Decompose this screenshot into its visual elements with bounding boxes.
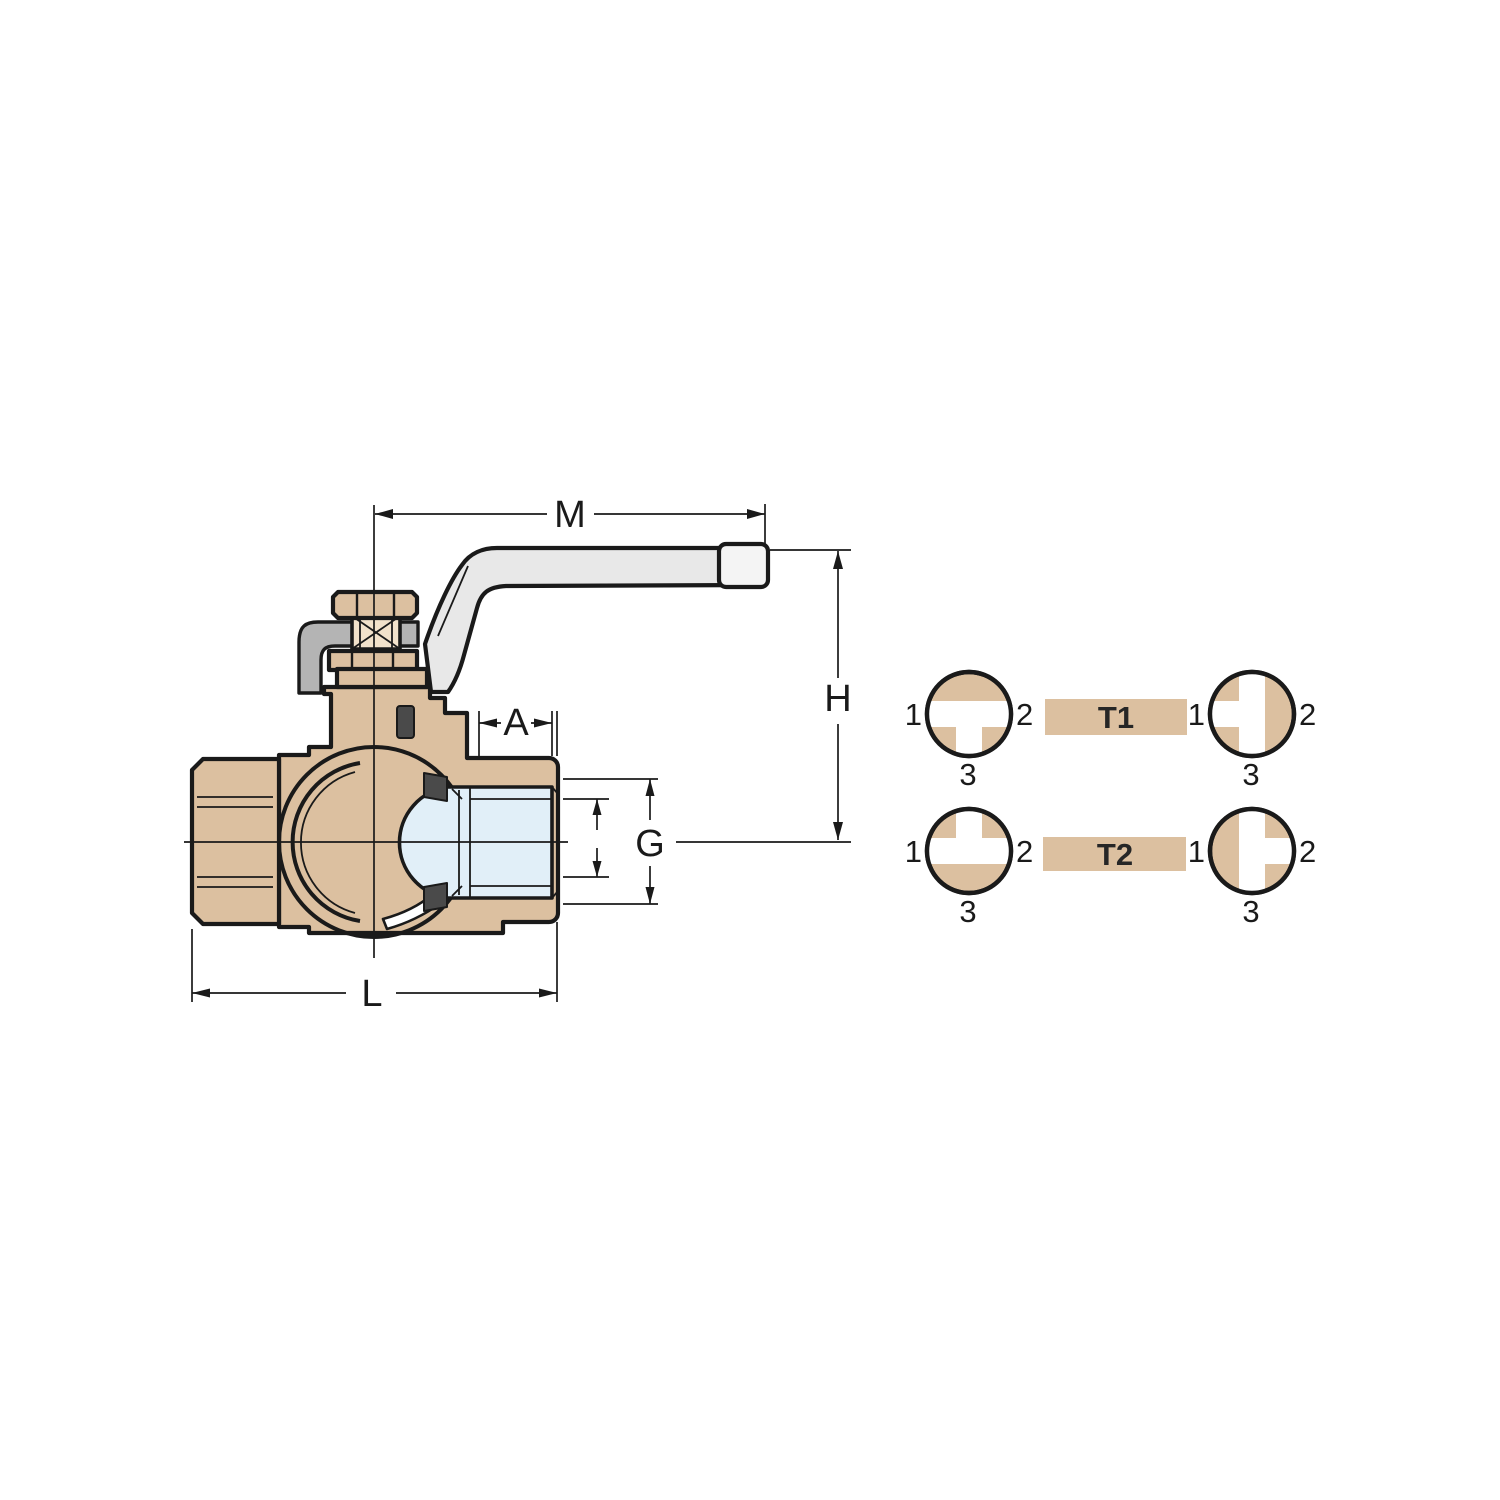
dimension-m: M xyxy=(375,494,766,546)
handle xyxy=(422,541,771,695)
dimension-l: L xyxy=(191,922,558,1015)
t1-label-box xyxy=(1045,699,1187,735)
t2-position-b-circle: 1 2 3 xyxy=(1188,806,1316,929)
dimension-a: A xyxy=(478,702,558,756)
t2-label-box xyxy=(1043,837,1186,871)
handle-grip-tip xyxy=(716,541,771,590)
dimension-g: G xyxy=(563,778,665,905)
t2-label: T2 xyxy=(1097,837,1133,872)
port-label: 3 xyxy=(959,757,976,792)
stem-section xyxy=(350,614,402,651)
ball-valve-section xyxy=(184,505,851,958)
dimension-label-m: M xyxy=(554,494,586,536)
dimension-label-h: H xyxy=(824,678,851,720)
stem-packing-seal xyxy=(396,705,415,739)
port-label: 2 xyxy=(1016,697,1033,732)
flow-diagram-row-t2: 1 2 3 T2 1 2 3 xyxy=(905,806,1316,929)
t2-position-a-circle: 1 2 3 xyxy=(905,806,1033,929)
gland-nut xyxy=(326,648,430,690)
dimension-label-a: A xyxy=(503,702,529,744)
port-label: 1 xyxy=(905,697,922,732)
port-label: 2 xyxy=(1299,697,1316,732)
t1-position-a-circle: 1 2 3 xyxy=(905,669,1033,792)
t1-label: T1 xyxy=(1098,700,1134,735)
port-label: 3 xyxy=(1242,757,1259,792)
port-label: 2 xyxy=(1299,834,1316,869)
stem-nut xyxy=(330,589,420,621)
port-label: 1 xyxy=(1188,834,1205,869)
dimension-label-g: G xyxy=(635,823,665,865)
seat-seal-bottom xyxy=(423,882,448,912)
seat-seal-top xyxy=(423,772,448,802)
t1-position-b-circle: 1 2 3 xyxy=(1188,669,1316,792)
port-label: 2 xyxy=(1016,834,1033,869)
port-label: 3 xyxy=(959,894,976,929)
port-label: 1 xyxy=(1188,697,1205,732)
port-label: 1 xyxy=(905,834,922,869)
flow-diagram-row-t1: 1 2 3 T1 1 2 3 xyxy=(905,669,1316,792)
dimension-label-l: L xyxy=(361,973,382,1015)
handle-bend-crease xyxy=(437,565,469,637)
dimension-h: H xyxy=(770,549,852,840)
center-lines xyxy=(184,505,851,958)
port-label: 3 xyxy=(1242,894,1259,929)
handle-lever xyxy=(422,545,763,695)
